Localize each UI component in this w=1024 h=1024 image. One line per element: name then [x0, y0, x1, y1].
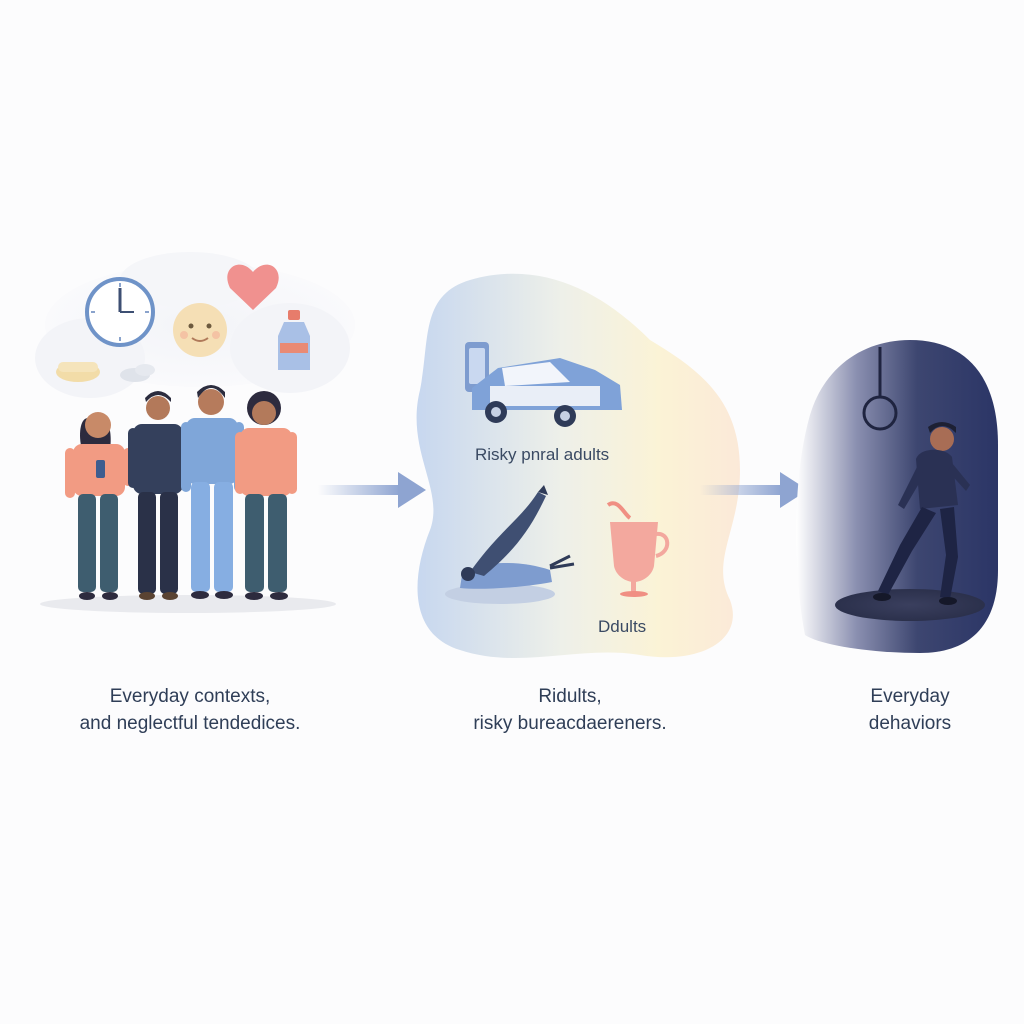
phone-icon [465, 342, 489, 392]
stage-1-caption-line-2: and neglectful tendedices. [79, 713, 301, 734]
stage-3-illustration [790, 335, 1005, 655]
car-icon [472, 358, 622, 427]
person-woman-coral [65, 412, 133, 600]
stage-3-caption: Everyday dehaviors [820, 683, 1000, 737]
baby-face-icon [173, 303, 227, 357]
cocktail-glass-icon [606, 501, 670, 597]
bottle-icon [278, 310, 310, 370]
stage-2-caption-line-2: risky bureacdaereners. [473, 713, 667, 734]
stage-2-caption: Ridults, risky bureacdaereners. [440, 683, 700, 737]
heart-icon [227, 264, 279, 310]
stage-2-illustration [410, 270, 765, 670]
arrow-2 [700, 472, 808, 508]
stage-2-label-top: Risky pnral adults [475, 445, 610, 464]
noose-icon [862, 347, 898, 431]
food-bowl-icon [56, 362, 100, 382]
walking-person-icon [873, 422, 970, 605]
person-man-blue [181, 385, 244, 599]
stage-2-caption-line-1: Ridults, [538, 686, 602, 707]
clock-icon [85, 277, 155, 347]
stage-1-illustration [30, 250, 360, 620]
arrow-1 [318, 472, 426, 508]
stage-1-caption-line-1: Everyday contexts, [109, 686, 271, 707]
fallen-person-icon [445, 485, 575, 604]
stage-1-caption: Everyday contexts, and neglectful tended… [40, 683, 340, 737]
stage-3-caption-line-2: dehaviors [868, 713, 952, 734]
person-man-navy [128, 391, 188, 600]
stage-2-label-bottom: Ddults [598, 617, 647, 636]
cloud-icon [120, 364, 155, 382]
person-woman-curly [235, 391, 297, 600]
stage-3-caption-line-1: Everyday [870, 686, 950, 707]
